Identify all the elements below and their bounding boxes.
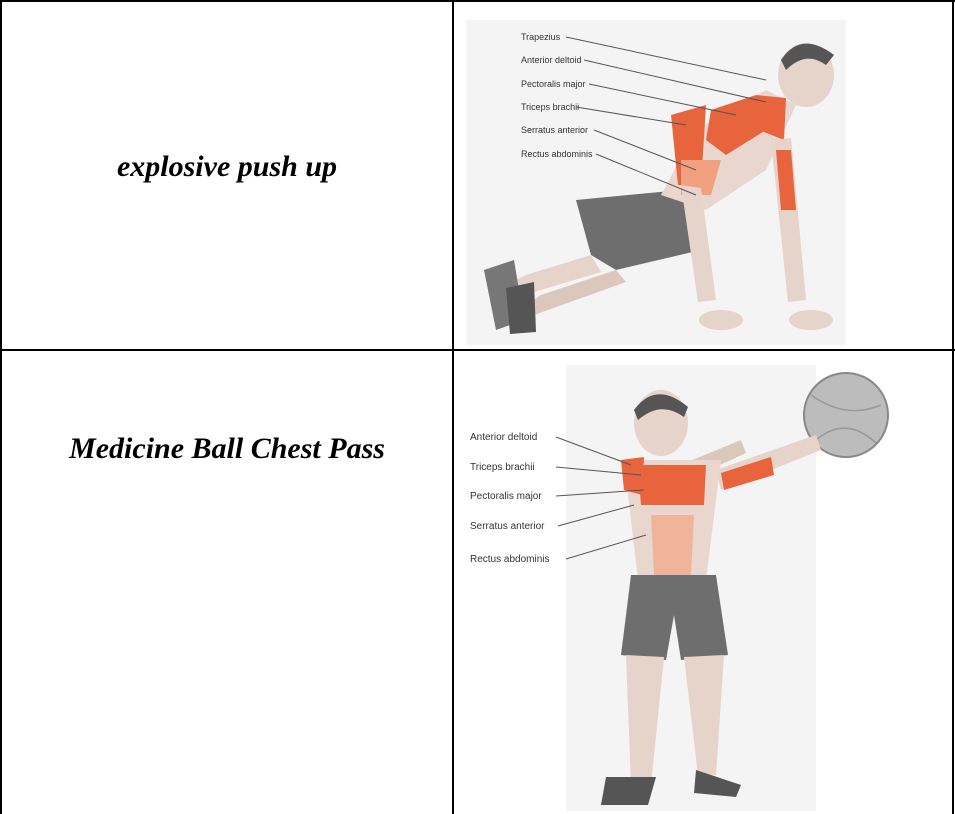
push-up-label-3: Pectoralis major: [521, 79, 586, 89]
push-up-hand-left: [699, 310, 743, 330]
chest-pass-shoe-left: [601, 777, 656, 805]
push-up-label-5: Serratus anterior: [521, 125, 588, 135]
exercise-name-medicine-ball-chest-pass: Medicine Ball Chest Pass: [2, 432, 452, 466]
push-up-anatomy-illustration: Trapezius Anterior deltoid Pectoralis ma…: [466, 20, 846, 345]
chest-pass-label-5: Rectus abdominis: [470, 554, 549, 565]
chest-pass-label-3: Pectoralis major: [470, 491, 542, 502]
table-border-left: [0, 0, 2, 814]
chest-pass-anatomy-illustration: Anterior deltoid Triceps brachii Pectora…: [466, 365, 906, 811]
push-up-label-6: Rectus abdominis: [521, 149, 593, 159]
exercise-name-explosive-push-up: explosive push up: [2, 150, 452, 184]
chest-pass-label-2: Triceps brachii: [470, 462, 535, 473]
push-up-label-4: Triceps brachii: [521, 102, 579, 112]
push-up-shoe-2: [506, 282, 536, 334]
table-border-right-row1: [952, 0, 954, 350]
chest-pass-abdominis: [651, 515, 694, 575]
table-column-divider: [452, 0, 454, 814]
chest-pass-pectoralis: [638, 465, 706, 505]
table-border-right-row2: [952, 350, 954, 814]
table-border-top: [0, 0, 955, 2]
push-up-label-2: Anterior deltoid: [521, 55, 582, 65]
table-row-divider: [0, 349, 955, 351]
chest-pass-label-4: Serratus anterior: [470, 521, 545, 532]
chest-pass-label-1: Anterior deltoid: [470, 432, 537, 443]
push-up-hand-right: [789, 310, 833, 330]
push-up-label-1: Trapezius: [521, 32, 561, 42]
